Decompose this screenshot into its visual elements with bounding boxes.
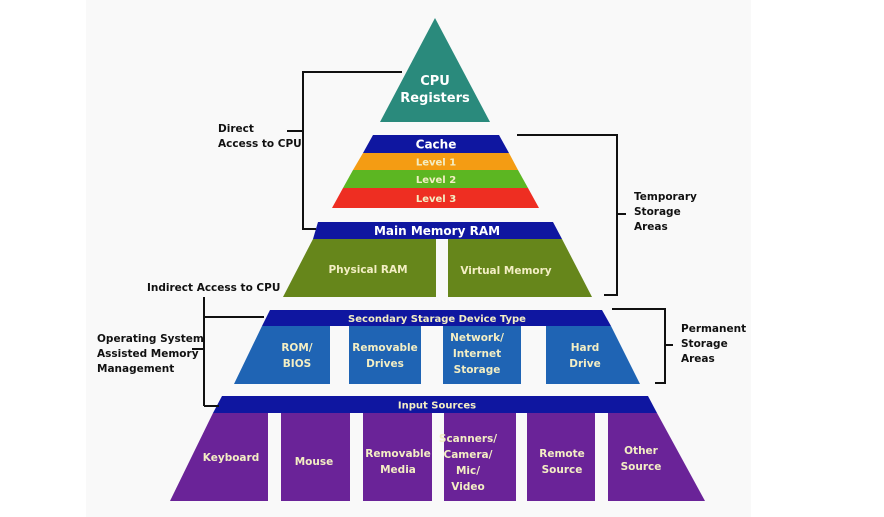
- registers-label-line1: CPU: [420, 74, 450, 89]
- input-block-4: [444, 413, 516, 501]
- secondary-block-3-label: Network/: [450, 332, 504, 344]
- input-block-6: [608, 413, 705, 501]
- virtual-memory-label: Virtual Memory: [460, 265, 551, 277]
- cache-header-label: Cache: [416, 138, 457, 152]
- tier-input-sources: Input Sources Keyboard Mouse RemovableMedi…: [170, 396, 705, 501]
- tier-main-memory: Main Memory RAM Physical RAM Virtual Mem…: [283, 222, 592, 297]
- secondary-block-1: [234, 326, 330, 384]
- indirect-access-label: Indirect Access to CPU: [147, 282, 281, 294]
- os-assisted-line2: Assisted Memory: [97, 348, 199, 360]
- direct-access-annotation: Direct Access to CPU: [218, 122, 302, 152]
- secondary-block-1-label: ROM/: [281, 342, 312, 354]
- input-block-3-label: Removable: [365, 448, 431, 460]
- direct-access-bracket: [287, 71, 402, 230]
- cache-level-1-label: Level 1: [416, 158, 456, 169]
- physical-ram-label: Physical RAM: [328, 264, 407, 276]
- main-memory-header-label: Main Memory RAM: [374, 224, 500, 238]
- physical-ram-block: [283, 239, 436, 297]
- input-block-6-label: Other: [624, 445, 659, 457]
- tier-cache: Cache Level 1 Level 2 Level 3: [332, 135, 539, 208]
- direct-access-line2: Access to CPU: [218, 138, 302, 150]
- permanent-line1: Permanent: [681, 323, 747, 335]
- temporary-storage-bracket: [517, 134, 626, 296]
- secondary-header-label: Secondary Starage Device Type: [348, 314, 526, 325]
- input-block-4-label: Video: [451, 481, 484, 493]
- permanent-line2: Storage: [681, 338, 728, 350]
- input-block-1-label: Keyboard: [203, 452, 259, 464]
- registers-triangle: [380, 18, 490, 122]
- temporary-line3: Areas: [634, 221, 668, 233]
- secondary-block-2: [349, 326, 421, 384]
- input-block-4-label: Mic/: [456, 465, 480, 477]
- input-block-5: [527, 413, 595, 501]
- permanent-storage-annotation: Permanent Storage Areas: [681, 322, 746, 367]
- input-block-5-label: Source: [542, 464, 583, 476]
- secondary-block-1-label: BIOS: [283, 358, 311, 370]
- cache-header-bar: [363, 135, 509, 153]
- input-block-2: [281, 413, 350, 501]
- tier-registers: CPU Registers: [380, 18, 490, 122]
- virtual-memory-block: [448, 239, 592, 297]
- secondary-block-3: [443, 326, 521, 384]
- temporary-storage-annotation: Temporary Storage Areas: [634, 190, 697, 235]
- cache-level-2: [343, 170, 528, 188]
- secondary-header-bar: [262, 310, 611, 326]
- secondary-block-3-label: Storage: [454, 364, 501, 376]
- os-assisted-line1: Operating System: [97, 333, 204, 345]
- input-block-3-label: Media: [380, 464, 416, 476]
- temporary-line1: Temporary: [634, 191, 697, 203]
- temporary-line2: Storage: [634, 206, 681, 218]
- input-block-2-label: Mouse: [295, 456, 334, 468]
- permanent-storage-bracket: [612, 308, 673, 384]
- indirect-access-bracket: [192, 297, 264, 407]
- main-memory-header-bar: [313, 222, 562, 239]
- input-block-4-label: Camera/: [444, 449, 493, 461]
- os-assisted-line3: Management: [97, 363, 175, 375]
- input-block-1: [170, 413, 268, 501]
- permanent-line3: Areas: [681, 353, 715, 365]
- secondary-block-3-label: Internet: [453, 348, 501, 360]
- registers-label-line2: Registers: [400, 91, 470, 106]
- cache-level-2-label: Level 2: [416, 175, 456, 186]
- secondary-block-4-label: Hard: [571, 342, 600, 354]
- secondary-block-2-label: Removable: [352, 342, 418, 354]
- cache-level-3-label: Level 3: [416, 194, 456, 205]
- indirect-access-annotation: Indirect Access to CPU: [147, 281, 280, 296]
- input-header-bar: [213, 396, 657, 413]
- input-block-4-label: Scanners/: [439, 433, 497, 445]
- tier-secondary-storage: Secondary Starage Device Type ROM/BIOS Re…: [234, 310, 640, 384]
- input-block-3: [363, 413, 432, 501]
- cache-level-1: [353, 153, 518, 170]
- secondary-block-4: [546, 326, 640, 384]
- input-block-6-label: Source: [621, 461, 662, 473]
- direct-access-line1: Direct: [218, 123, 254, 135]
- cache-level-3: [332, 188, 539, 208]
- input-header-label: Input Sources: [398, 401, 476, 412]
- secondary-block-2-label: Drives: [366, 358, 404, 370]
- input-block-5-label: Remote: [539, 448, 585, 460]
- secondary-block-4-label: Drive: [569, 358, 600, 370]
- os-assisted-annotation: Operating System Assisted Memory Managem…: [97, 332, 204, 377]
